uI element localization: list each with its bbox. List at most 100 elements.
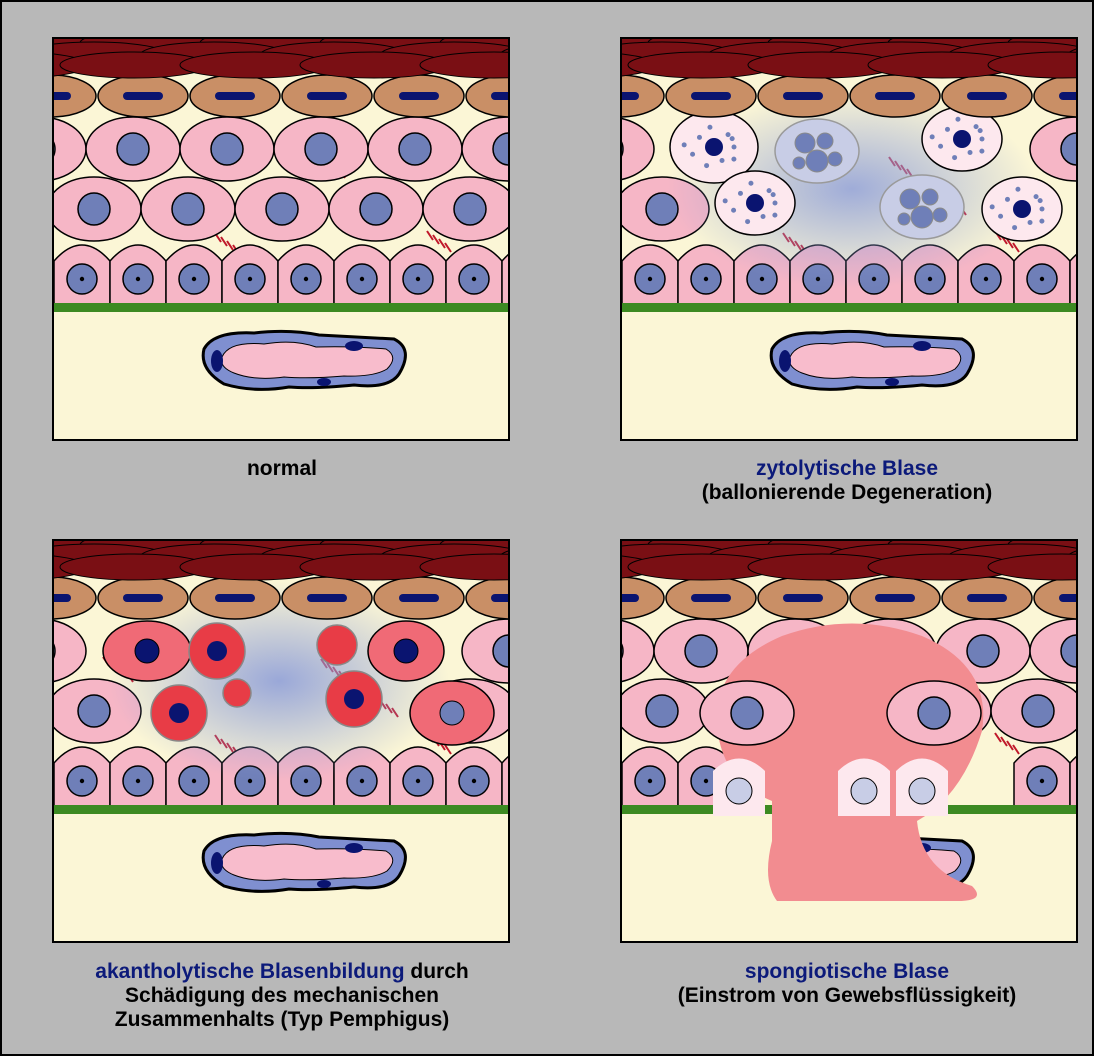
blood-vessel-lumen [222,342,393,378]
caption-cytolytic: zytolytische Blase (ballonierende Degene… [587,457,1094,505]
endothelial-nucleus [211,350,223,372]
granular-cell-nucleus [622,594,639,602]
pyknotic-nucleus [705,138,723,156]
granule [945,127,950,132]
endothelial-nucleus [317,880,331,888]
spongiotic-blister-illustration [622,541,1076,941]
granule [1015,187,1020,192]
nucleolus [472,779,476,783]
granule [1028,220,1033,225]
vacuole [911,206,933,228]
nucleolus [1040,779,1044,783]
granule [968,150,973,155]
caption-cytolytic-title: zytolytische Blase [587,457,1094,481]
cell-nucleus [135,639,159,663]
granule [690,152,695,157]
nucleolus [136,779,140,783]
acantholytic-cell-nucleus [169,703,189,723]
granule [1038,198,1043,203]
granule [952,155,957,160]
endothelial-nucleus [345,843,363,853]
spinous-cell-nucleus [731,697,763,729]
nucleolus [416,779,420,783]
granular-cell-nucleus [1059,92,1076,100]
panel-spongiotic [620,539,1078,943]
granule [771,192,776,197]
caption-spongiotic: spongiotische Blase (Einstrom von Gewebs… [587,960,1094,1008]
granule [723,198,728,203]
granule [732,145,737,150]
granular-cell-nucleus [967,92,1007,100]
granule [974,124,979,129]
caption-acantholytic-title: akantholytische Blasenbildung [95,960,404,983]
spinous-cell-nucleus [399,133,431,165]
granule [697,135,702,140]
granular-cell-nucleus [123,92,163,100]
pyknotic-nucleus [953,130,971,148]
panel-acantholytic [52,539,510,943]
spinous-cell-nucleus [78,193,110,225]
nucleolus [304,277,308,281]
granule [682,142,687,147]
spinous-cell-nucleus [266,193,298,225]
granule [930,134,935,139]
granule [730,136,735,141]
granule [772,213,777,218]
caption-cytolytic-subtitle: (ballonierende Degeneration) [587,481,1094,505]
granule [761,214,766,219]
nucleolus [704,277,708,281]
granule [726,132,731,137]
granule [707,125,712,130]
spinous-cell-nucleus [117,133,149,165]
vacuole [933,208,947,222]
spinous-cell-nucleus [172,193,204,225]
nucleolus [1040,277,1044,281]
nucleolus [248,277,252,281]
granule [1040,207,1045,212]
granule [938,144,943,149]
granule [998,214,1003,219]
nucleolus [136,277,140,281]
granular-cell-nucleus [691,594,731,602]
nucleolus [472,277,476,281]
granular-cell-nucleus [1059,594,1076,602]
vacuole [900,189,920,209]
spinous-cell-nucleus [685,635,717,667]
pyknotic-nucleus [746,194,764,212]
vacuole [793,157,805,169]
endothelial-nucleus [345,341,363,351]
spinous-cell-nucleus [454,193,486,225]
granule [704,163,709,168]
endothelial-nucleus [913,341,931,351]
granule [731,208,736,213]
blood-vessel-lumen [222,844,393,880]
granular-cell-nucleus [783,92,823,100]
granule [745,219,750,224]
acantholytic-cell-nucleus [344,689,364,709]
cytolytic-blister-illustration [622,39,1076,439]
granule [1012,225,1017,230]
granular-cell-nucleus [307,594,347,602]
blood-vessel-lumen [790,342,961,378]
vacuole [795,133,815,153]
nucleolus [648,779,652,783]
vacuole [898,213,910,225]
endothelial-nucleus [779,350,791,372]
caption-acantholytic: akantholytische Blasenbildung durch Schä… [22,960,542,1032]
granule [720,158,725,163]
granule [748,181,753,186]
nucleolus [192,277,196,281]
nucleolus [984,277,988,281]
spinous-cell-nucleus [918,697,950,729]
acantholytic-cell [317,625,357,665]
granule [1039,219,1044,224]
cell-nucleus [440,701,464,725]
pyknotic-nucleus [1013,200,1031,218]
granule [979,149,984,154]
vacuole [806,150,828,172]
basement-membrane [622,303,1076,312]
acantholytic-blister-illustration [54,541,508,941]
granular-cell-nucleus [399,92,439,100]
granular-cell-nucleus [783,594,823,602]
